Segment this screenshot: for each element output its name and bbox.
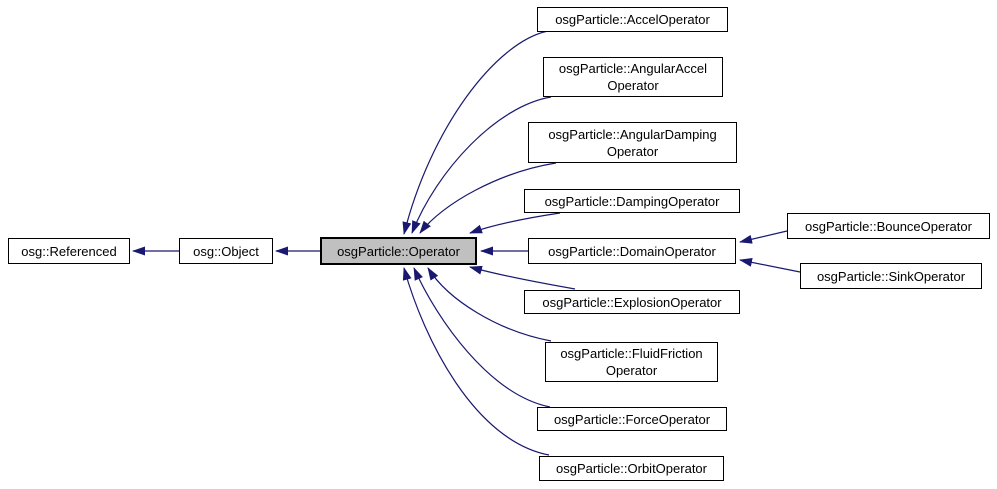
edge-angular-damping-to-operator (419, 162, 557, 234)
node-label: osgParticle::SinkOperator (816, 268, 966, 284)
edge-accel-to-operator (402, 30, 549, 235)
edge-explosion-to-operator (469, 265, 576, 290)
node-label: osg::Object (193, 243, 259, 259)
node-label: osgParticle::DomainOperator (548, 243, 716, 259)
node-osgparticle-force-operator[interactable]: osgParticle::ForceOperator (537, 407, 727, 431)
node-label-line1: osgParticle::AngularAccel (558, 61, 708, 76)
edge-fluid-friction-to-operator (427, 267, 552, 342)
node-osgparticle-accel-operator[interactable]: osgParticle::AccelOperator (537, 7, 728, 32)
node-label: osgParticle::Operator (337, 243, 460, 259)
node-osg-object[interactable]: osg::Object (179, 238, 273, 264)
edge-orbit-to-operator (402, 267, 550, 456)
node-osgparticle-damping-operator[interactable]: osgParticle::DampingOperator (524, 189, 740, 213)
node-label: osgParticle::AccelOperator (555, 12, 710, 27)
edge-bounce-to-domain (739, 230, 788, 244)
edge-force-to-operator (413, 267, 551, 408)
node-label: osgParticle::BounceOperator (805, 218, 972, 234)
node-label: osgParticle::ExplosionOperator (542, 294, 722, 310)
node-label: osg::Referenced (21, 243, 117, 259)
edge-angular-accel-to-operator (411, 96, 552, 234)
node-osgparticle-fluid-friction-operator[interactable]: osgParticle::FluidFriction Operator (545, 342, 718, 382)
edge-damping-to-operator (469, 212, 561, 234)
node-label-line2: Operator (607, 78, 659, 93)
node-label: osgParticle::DampingOperator (544, 193, 720, 209)
node-osgparticle-angular-accel-operator[interactable]: osgParticle::AngularAccel Operator (543, 57, 723, 97)
node-label: osgParticle::OrbitOperator (555, 461, 707, 476)
node-osgparticle-bounce-operator[interactable]: osgParticle::BounceOperator (787, 213, 990, 239)
node-label-line2: Operator (606, 143, 659, 159)
node-osgparticle-domain-operator[interactable]: osgParticle::DomainOperator (528, 238, 736, 264)
node-label-line1: osgParticle::FluidFriction (560, 346, 703, 361)
node-osgparticle-orbit-operator[interactable]: osgParticle::OrbitOperator (539, 456, 724, 481)
node-label: osgParticle::ForceOperator (553, 411, 711, 427)
node-osg-referenced[interactable]: osg::Referenced (8, 238, 130, 264)
node-osgparticle-sink-operator[interactable]: osgParticle::SinkOperator (800, 263, 982, 289)
edge-sink-to-domain (739, 257, 801, 273)
node-osgparticle-angular-damping-operator[interactable]: osgParticle::AngularDamping Operator (528, 122, 737, 163)
node-osgparticle-explosion-operator[interactable]: osgParticle::ExplosionOperator (524, 290, 740, 314)
node-label-line1: osgParticle::AngularDamping (548, 126, 717, 142)
node-label-line2: Operator (605, 363, 658, 378)
node-osgparticle-operator[interactable]: osgParticle::Operator (320, 237, 477, 265)
